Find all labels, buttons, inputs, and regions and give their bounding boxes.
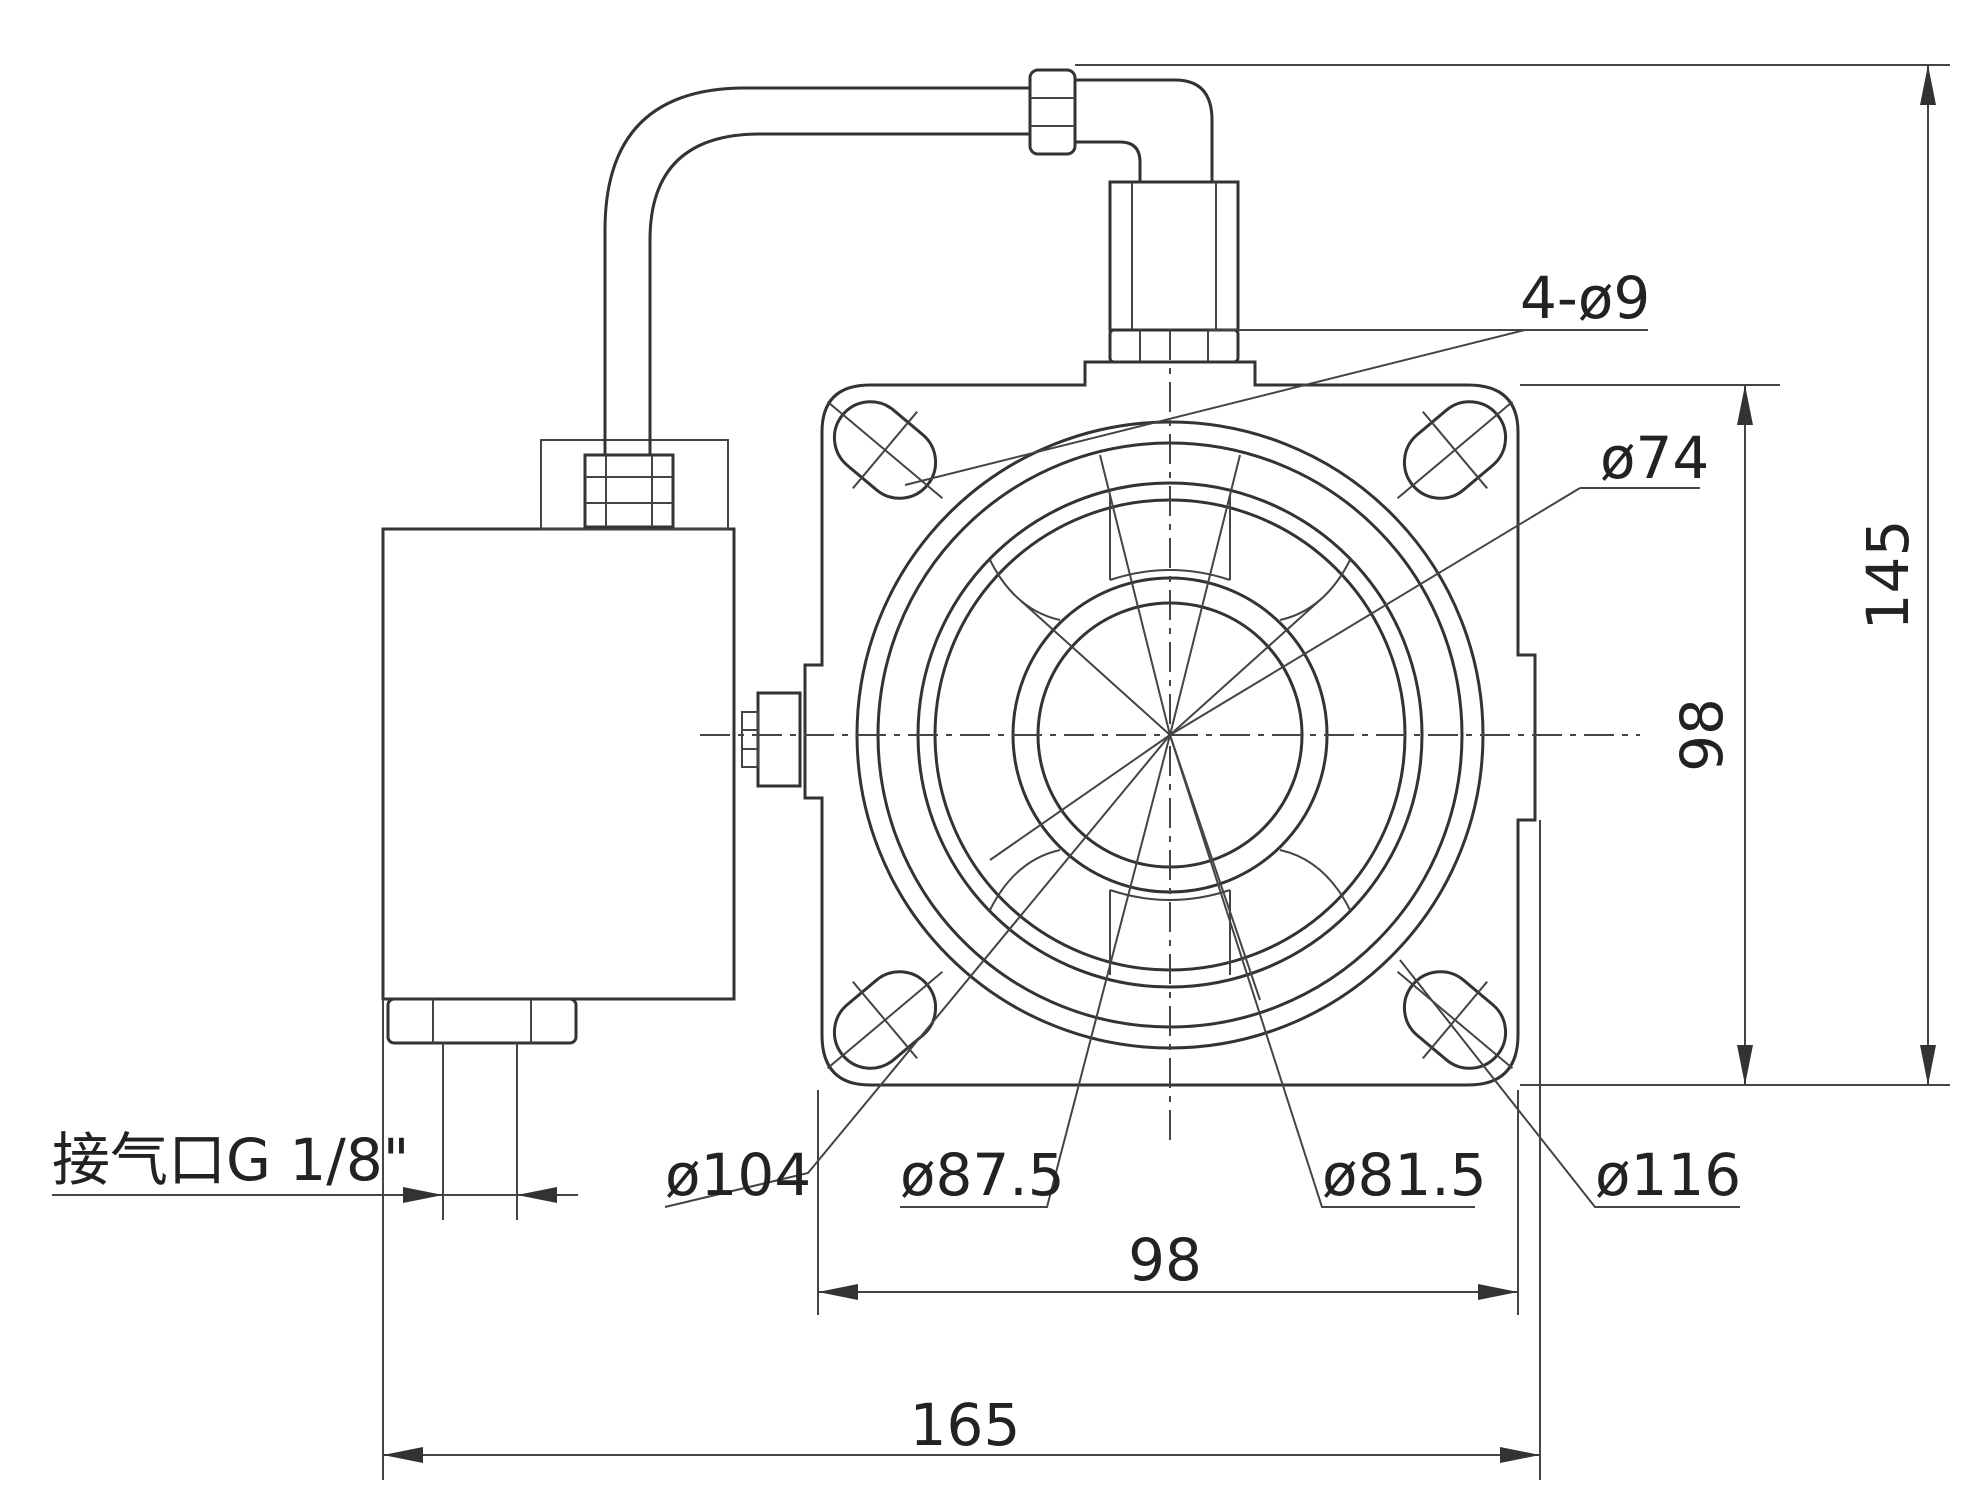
callout-d74: ø74 <box>1600 424 1709 492</box>
callout-d81-5: ø81.5 <box>1322 1141 1487 1209</box>
dimension-labels: 145 98 98 165 4-ø9 ø74 ø104 ø87.5 ø81.5 … <box>52 264 1922 1459</box>
bolt-holes <box>826 400 1514 1070</box>
dim-145: 145 <box>1854 520 1922 631</box>
dimension-lines <box>52 64 1950 1480</box>
callout-d104: ø104 <box>665 1141 811 1209</box>
callout-4-holes: 4-ø9 <box>1520 264 1650 332</box>
callout-d116: ø116 <box>1595 1141 1741 1209</box>
callout-d87-5: ø87.5 <box>900 1141 1065 1209</box>
dim-98-vertical: 98 <box>1668 698 1736 772</box>
dim-165: 165 <box>910 1391 1021 1459</box>
sensor-body <box>381 439 802 1220</box>
dim-98-horizontal: 98 <box>1128 1226 1202 1294</box>
leader-lines <box>664 329 1740 1208</box>
callout-air-inlet: 接气口G 1/8" <box>52 1126 409 1194</box>
pressure-tube <box>603 68 1240 455</box>
